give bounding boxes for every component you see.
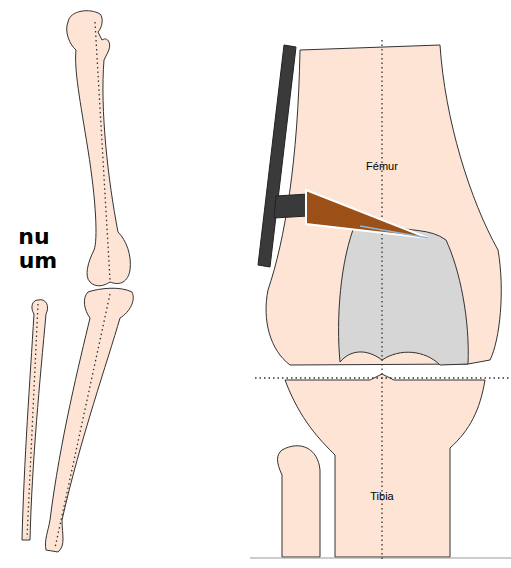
- wedge-edge: [360, 226, 428, 238]
- fibula-bone: [22, 300, 48, 540]
- proximal-tibia: [285, 374, 485, 557]
- bone-label: Tibia: [370, 490, 393, 502]
- fibula-axis: [27, 304, 38, 538]
- ground-line: [250, 558, 511, 559]
- tibia-bone: [45, 288, 133, 552]
- distal-femur: [266, 45, 501, 365]
- cropped-title: um: [19, 248, 58, 273]
- joint-line: [255, 377, 511, 378]
- wedge-graft: [306, 190, 428, 238]
- fixation-plate: [258, 45, 296, 267]
- plate-bar: [274, 194, 308, 218]
- femur-bone: [67, 11, 131, 286]
- cropped-title: nu: [18, 224, 49, 249]
- femoral-condyle-area: [339, 217, 469, 365]
- vertical-axis: [381, 40, 382, 562]
- fibula-head: [278, 446, 321, 557]
- femur-axis: [95, 22, 110, 280]
- bone-label: Fémur: [366, 160, 398, 172]
- tibia-axis: [55, 294, 110, 548]
